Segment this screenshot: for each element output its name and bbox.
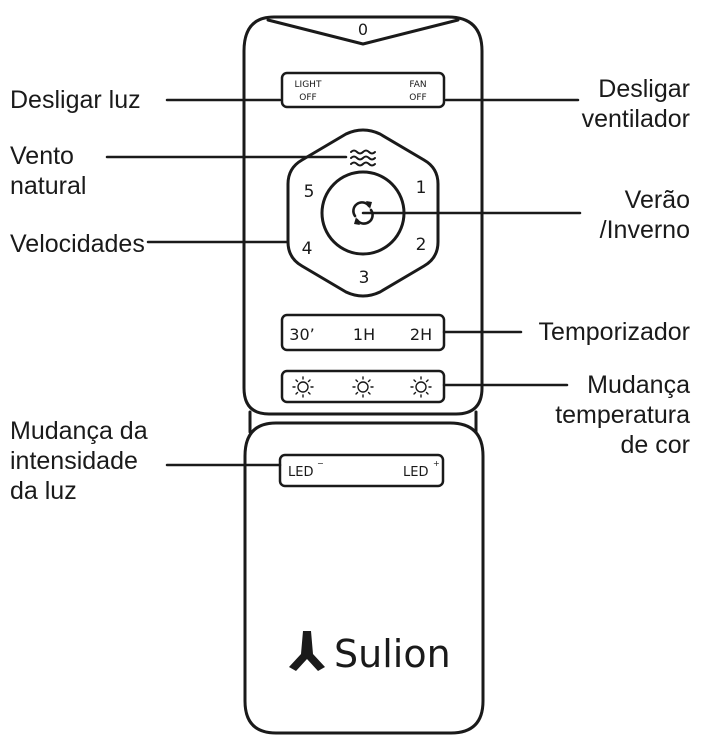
callout-line: Verão xyxy=(624,186,690,214)
callout-timer: Temporizador xyxy=(539,317,690,347)
callout-line: Vento xyxy=(10,142,74,170)
speed-1[interactable]: 1 xyxy=(416,178,427,198)
speed-4[interactable]: 4 xyxy=(302,239,313,259)
callout-line: Mudança xyxy=(587,371,690,399)
remote-lower-body xyxy=(243,421,485,735)
led-plus-label[interactable]: LED xyxy=(403,465,428,480)
timer-2h[interactable]: 2H xyxy=(410,325,432,344)
callout-natural-wind: Vento natural xyxy=(10,141,86,201)
remote-upper-body xyxy=(242,15,484,416)
top-chevron xyxy=(266,18,460,46)
callout-line: Desligar xyxy=(598,75,690,103)
callout-line: Velocidades xyxy=(10,230,145,258)
rotate-arrowheads xyxy=(354,201,372,225)
callout-line: ventilador xyxy=(581,105,690,133)
sun-icon[interactable] xyxy=(352,376,374,398)
callout-line: temperatura xyxy=(555,401,690,429)
led-minus-sup: − xyxy=(317,459,324,468)
speed-3[interactable]: 3 xyxy=(359,268,370,288)
callout-speeds: Velocidades xyxy=(10,229,145,259)
brand-name: Sulion xyxy=(334,632,451,676)
speed-2[interactable]: 2 xyxy=(416,235,427,255)
power-symbol[interactable]: 0 xyxy=(358,20,368,39)
callout-line: Mudança da xyxy=(10,417,148,445)
callout-line: Desligar luz xyxy=(10,86,141,114)
color-temperature-button[interactable] xyxy=(280,369,446,404)
callout-fan-off: Desligar ventilador xyxy=(582,74,690,134)
callout-light-off: Desligar luz xyxy=(10,85,141,115)
callout-line: intensidade xyxy=(10,447,138,475)
callout-light-intensity: Mudança da intensidade da luz xyxy=(10,416,148,506)
light-off-label-2: OFF xyxy=(299,93,316,103)
fan-off-label-1: FAN xyxy=(409,80,426,90)
fan-off-label-2: OFF xyxy=(409,93,426,103)
timer-1h[interactable]: 1H xyxy=(353,325,375,344)
light-off-label-1: LIGHT xyxy=(295,80,322,90)
callout-line: Temporizador xyxy=(538,318,690,346)
light-fan-off-button[interactable] xyxy=(280,71,446,109)
speed-hexagon[interactable] xyxy=(286,128,440,298)
led-plus-sup: + xyxy=(433,459,440,468)
callout-color-temp: Mudança temperatura de cor xyxy=(555,370,690,460)
sun-icon[interactable] xyxy=(410,376,432,398)
callout-summer-winter: Verão /Inverno xyxy=(600,185,690,245)
timer-30[interactable]: 30’ xyxy=(289,325,314,344)
led-minus-label[interactable]: LED xyxy=(288,465,313,480)
sulion-tripod-logo-icon xyxy=(289,631,325,671)
callout-line: natural xyxy=(10,172,87,200)
wind-waves-icon[interactable] xyxy=(350,149,376,167)
sun-icon[interactable] xyxy=(292,376,314,398)
callout-line: de cor xyxy=(620,431,690,459)
callout-line: /Inverno xyxy=(599,216,690,244)
speed-5[interactable]: 5 xyxy=(304,182,315,202)
callout-line: da luz xyxy=(10,477,77,505)
led-button[interactable] xyxy=(278,453,445,488)
